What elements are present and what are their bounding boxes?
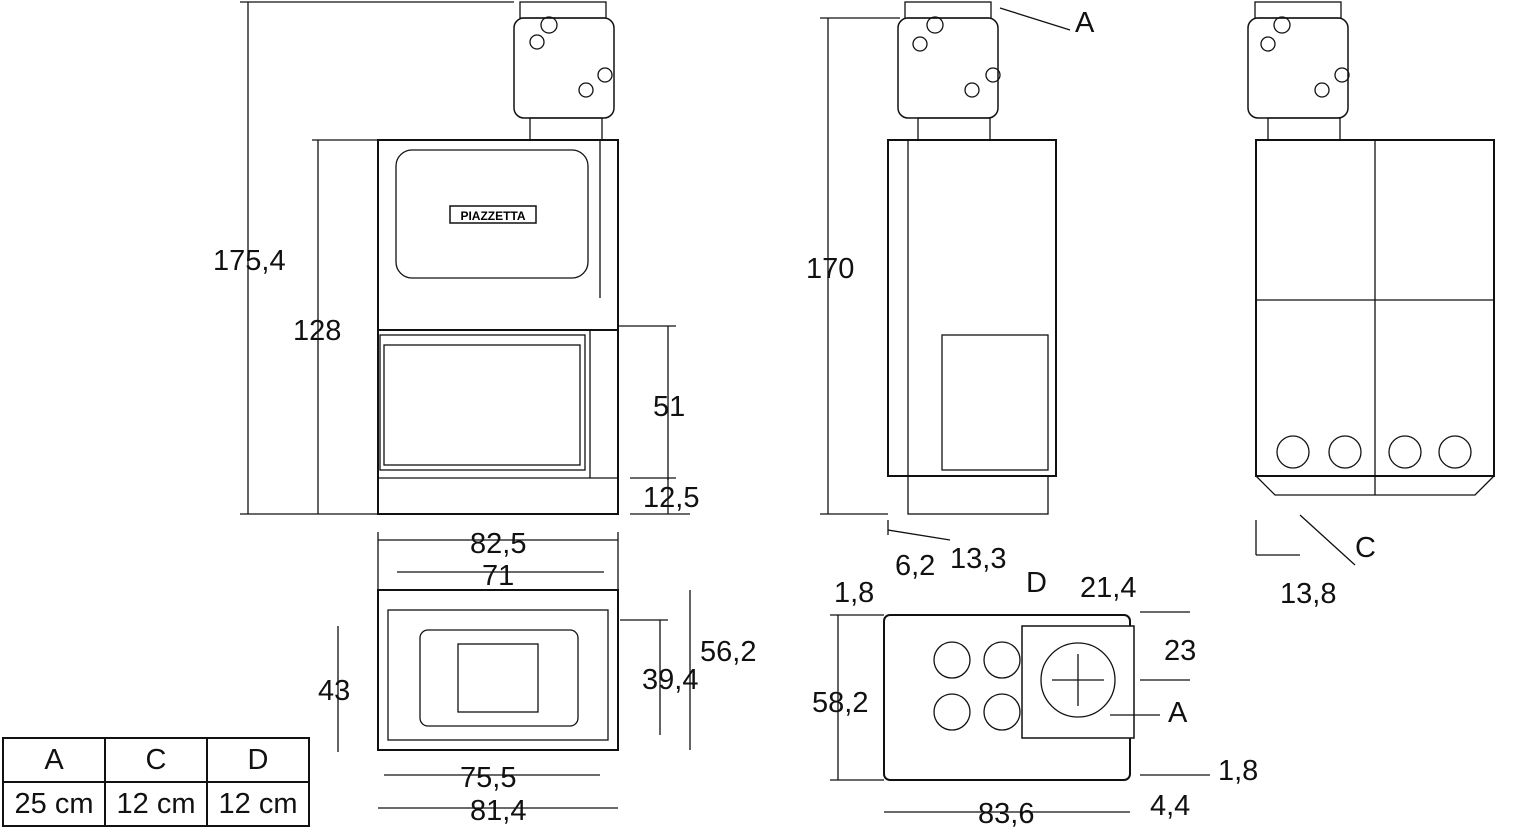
legend-header-a: A (2, 737, 106, 783)
dim-door-height: 51 (653, 391, 685, 423)
dim-depth-inner: 39,4 (642, 664, 698, 696)
front-view: PIAZZETTA (240, 1, 690, 515)
dim-body-height: 128 (293, 315, 341, 347)
label-d: D (1026, 567, 1047, 599)
dim-depth-left: 43 (318, 675, 350, 707)
legend-value-a: 25 cm (2, 781, 106, 827)
dim-depth-outer: 56,2 (700, 636, 756, 668)
top-view-side (830, 611, 1210, 813)
dim-side-height: 170 (806, 253, 854, 285)
legend-header-c: C (104, 737, 208, 783)
dim-width-bottom-inner: 75,5 (460, 762, 516, 794)
dim-base-height: 12,5 (643, 482, 699, 514)
dim-offset-right: 1,8 (1218, 755, 1258, 787)
dim-offset-a: 6,2 (895, 550, 935, 582)
dim-width-bottom-outer: 81,4 (470, 795, 526, 827)
legend-header-row: A C D (2, 737, 310, 783)
dim-offset-bottom-right: 4,4 (1150, 790, 1190, 822)
legend-header-d: D (206, 737, 310, 783)
dim-offset-b: 13,3 (950, 543, 1006, 575)
legend-table: A C D 25 cm 12 cm 12 cm (2, 737, 310, 827)
rear-view (1247, 1, 1495, 566)
dim-side-width: 83,6 (978, 798, 1034, 827)
dim-total-height: 175,4 (213, 245, 286, 277)
dim-rear-offset: 13,8 (1280, 578, 1336, 610)
label-c: C (1355, 532, 1376, 564)
top-view-front (337, 532, 691, 809)
dim-collar-width: 21,4 (1080, 572, 1136, 604)
legend-value-row: 25 cm 12 cm 12 cm (2, 781, 310, 827)
logo-text: PIAZZETTA (460, 209, 525, 223)
label-a-side: A (1075, 7, 1095, 39)
dim-width-outer: 82,5 (470, 528, 526, 560)
label-a-top: A (1168, 697, 1188, 729)
dim-offset-top: 1,8 (834, 577, 874, 609)
dim-collar-offset: 23 (1164, 635, 1196, 667)
dim-side-depth: 58,2 (812, 687, 868, 719)
piazzetta-logo (449, 205, 537, 224)
legend-value-d: 12 cm (206, 781, 310, 827)
dim-width-inner: 71 (482, 560, 514, 592)
legend-value-c: 12 cm (104, 781, 208, 827)
side-view (820, 1, 1071, 541)
